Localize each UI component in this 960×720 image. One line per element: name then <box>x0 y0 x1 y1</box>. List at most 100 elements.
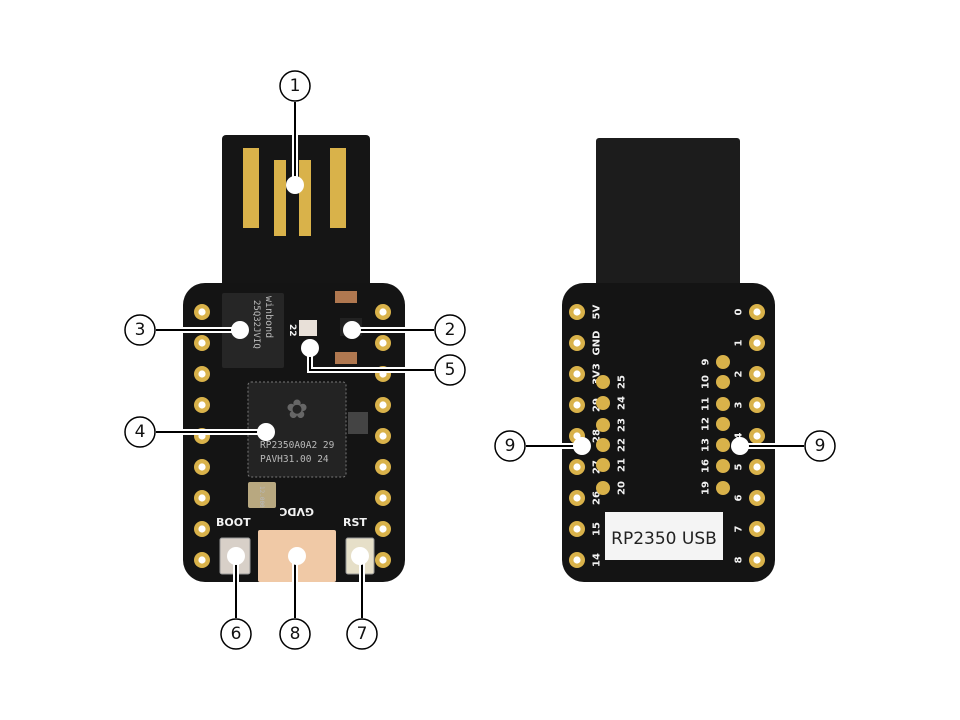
callout-number: 7 <box>357 624 368 644</box>
pin-label: 2 <box>734 370 745 377</box>
pin-pad-hole <box>379 432 387 440</box>
pin-pad-hole <box>573 308 581 316</box>
pin-pad-hole <box>753 308 761 316</box>
test-pad-label: 25 <box>617 375 628 389</box>
rst-label: RST <box>343 516 367 529</box>
pin-pad-hole <box>573 556 581 564</box>
leader-dot <box>227 547 245 565</box>
inductor <box>348 412 368 434</box>
leader-dot <box>286 176 304 194</box>
leader-dot <box>731 437 749 455</box>
pin-pad-hole <box>198 463 206 471</box>
mcu-line-1: RP2350A0A2 29 <box>260 440 335 451</box>
pin-label: 5 <box>734 463 745 470</box>
pin-pad-hole <box>379 463 387 471</box>
crystal <box>248 482 276 508</box>
pin-pad-hole <box>753 556 761 564</box>
flash-chip <box>222 293 284 368</box>
callout-9b: 9 <box>731 430 836 462</box>
pin-pad-hole <box>198 401 206 409</box>
pin-pad-hole <box>379 556 387 564</box>
pin-pad-hole <box>379 525 387 533</box>
callout-circle <box>434 354 466 386</box>
callout-number: 3 <box>135 320 146 340</box>
callout-5: 5 <box>301 339 466 386</box>
leader-dot <box>343 321 361 339</box>
callout-number: 9 <box>505 436 516 456</box>
pin-pad-hole <box>753 339 761 347</box>
pin-label: 6 <box>734 494 745 501</box>
leader-dot <box>288 547 306 565</box>
pin-pad-hole <box>753 463 761 471</box>
sticker-text: RP2350 USB <box>611 529 717 549</box>
pin-label: 7 <box>734 525 745 532</box>
test-pad <box>716 459 730 473</box>
test-pad <box>716 375 730 389</box>
callout-3: 3 <box>124 314 249 346</box>
mcu-line-2: PAVH31.00 24 <box>260 454 329 465</box>
test-pad-label: 23 <box>617 418 628 432</box>
pin-pad-hole <box>198 494 206 502</box>
test-pad-label: 9 <box>701 358 712 365</box>
test-pad <box>596 458 610 472</box>
test-pad-label: 24 <box>617 396 628 410</box>
leader-dot <box>231 321 249 339</box>
boot-label: BOOT <box>216 516 251 529</box>
callout-circle <box>494 430 526 462</box>
test-pad-label: 12 <box>701 417 712 431</box>
pin-pad-hole <box>198 339 206 347</box>
pin-pad-hole <box>753 494 761 502</box>
pin-pad-hole <box>198 370 206 378</box>
callout-number: 9 <box>815 436 826 456</box>
callout-circle <box>346 618 378 650</box>
pin-pad-hole <box>753 401 761 409</box>
pin-pad-hole <box>379 308 387 316</box>
pin-label: 0 <box>734 308 745 315</box>
test-pad <box>596 481 610 495</box>
pin-pad-hole <box>753 370 761 378</box>
pin-label: 1 <box>734 339 745 346</box>
rp2350-chip <box>247 381 347 478</box>
callout-circle <box>124 416 156 448</box>
test-pad <box>596 375 610 389</box>
pin-pad-hole <box>198 556 206 564</box>
pin-label: 4 <box>734 432 745 439</box>
usb-tongue-back <box>596 138 740 295</box>
callout-2: 2 <box>343 314 466 346</box>
callout-number: 1 <box>290 76 301 96</box>
callout-4: 4 <box>124 416 275 448</box>
callout-circle <box>279 618 311 650</box>
test-pad <box>596 438 610 452</box>
callout-8: 8 <box>279 547 311 650</box>
pin-label: GND <box>592 331 603 356</box>
led-label: 22 <box>287 324 297 337</box>
leader-dot <box>301 339 319 357</box>
test-pad-label: 20 <box>617 481 628 495</box>
callout-number: 6 <box>231 624 242 644</box>
pin-label: 3 <box>734 401 745 408</box>
callout-7: 7 <box>346 547 378 650</box>
pin-pad-hole <box>753 432 761 440</box>
test-pad-label: 13 <box>701 438 712 452</box>
callout-circle <box>124 314 156 346</box>
status-led <box>299 320 317 336</box>
test-pad <box>716 355 730 369</box>
callout-number: 2 <box>445 320 456 340</box>
capacitor <box>335 352 357 364</box>
test-pad-label: 21 <box>617 458 628 472</box>
back-board: 5VGND3V329282726151401234567825242322212… <box>562 138 775 582</box>
callout-9a: 9 <box>494 430 591 462</box>
callout-circle <box>804 430 836 462</box>
test-pad <box>716 481 730 495</box>
pin-label: 14 <box>592 553 603 567</box>
leader-dot <box>573 437 591 455</box>
pin-pad-hole <box>379 339 387 347</box>
leader-dot <box>351 547 369 565</box>
test-pad <box>596 418 610 432</box>
front-board: winbond 25Q32JVIQ 22 ✿ RP2350A0A2 29 PAV… <box>183 135 405 582</box>
pin-pad-hole <box>753 525 761 533</box>
test-pad <box>596 396 610 410</box>
pin-label: 26 <box>592 491 603 505</box>
